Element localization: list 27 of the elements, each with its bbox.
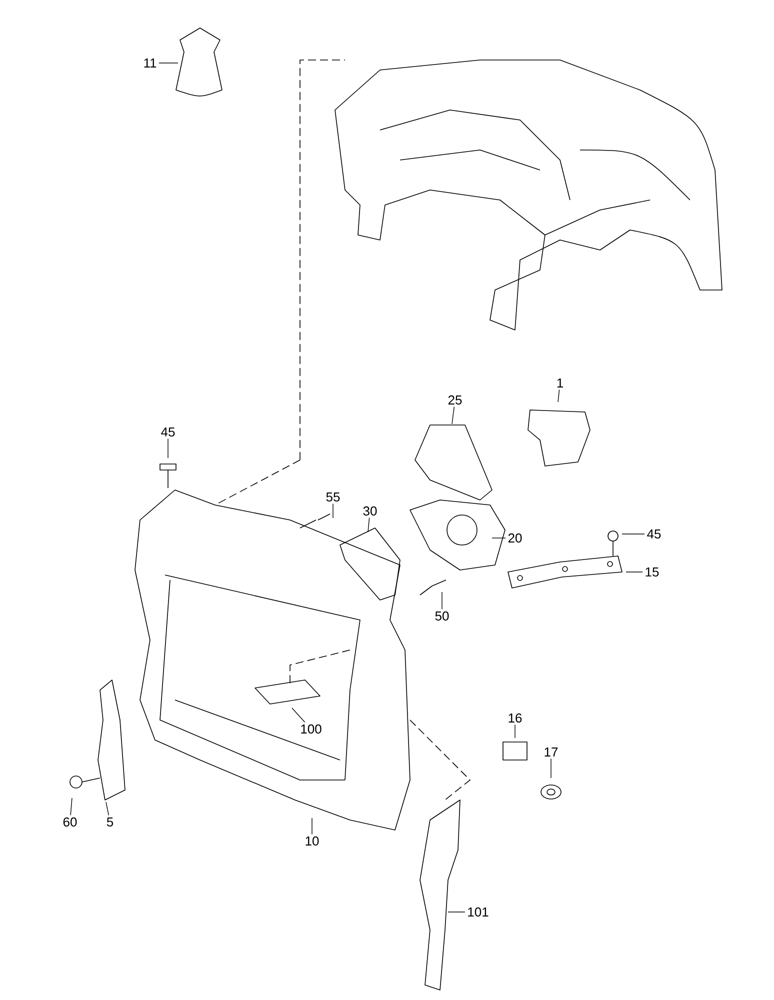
leader-line: [550, 758, 552, 778]
callout-number: 10: [306, 836, 319, 846]
leader-line: [292, 708, 306, 723]
callout-number: 101: [468, 907, 488, 917]
callout-number: 45: [647, 529, 661, 539]
callout-number: 25: [448, 395, 462, 405]
leader-line: [106, 802, 109, 816]
leader-line: [332, 503, 334, 518]
callout-number: 45: [161, 427, 175, 437]
callout-number: 17: [544, 748, 558, 756]
leader-line: [452, 406, 454, 424]
leader-line: [558, 389, 560, 402]
callout-number: 50: [435, 611, 449, 621]
callout-number: 5: [106, 817, 114, 827]
callout-number: 30: [363, 506, 377, 516]
callout-number: 60: [63, 817, 77, 827]
leader-line: [70, 798, 72, 816]
callout-number: 11: [144, 58, 156, 68]
callout-number: 15: [646, 567, 659, 577]
leader-line: [514, 724, 516, 738]
callout-number: 16: [508, 713, 522, 723]
leader-line: [158, 62, 178, 64]
callout-number: 1: [557, 378, 563, 388]
leader-line: [368, 517, 370, 532]
callout-number: 55: [326, 492, 340, 502]
callout-number: 100: [301, 724, 322, 734]
callout-number: 20: [508, 533, 522, 543]
